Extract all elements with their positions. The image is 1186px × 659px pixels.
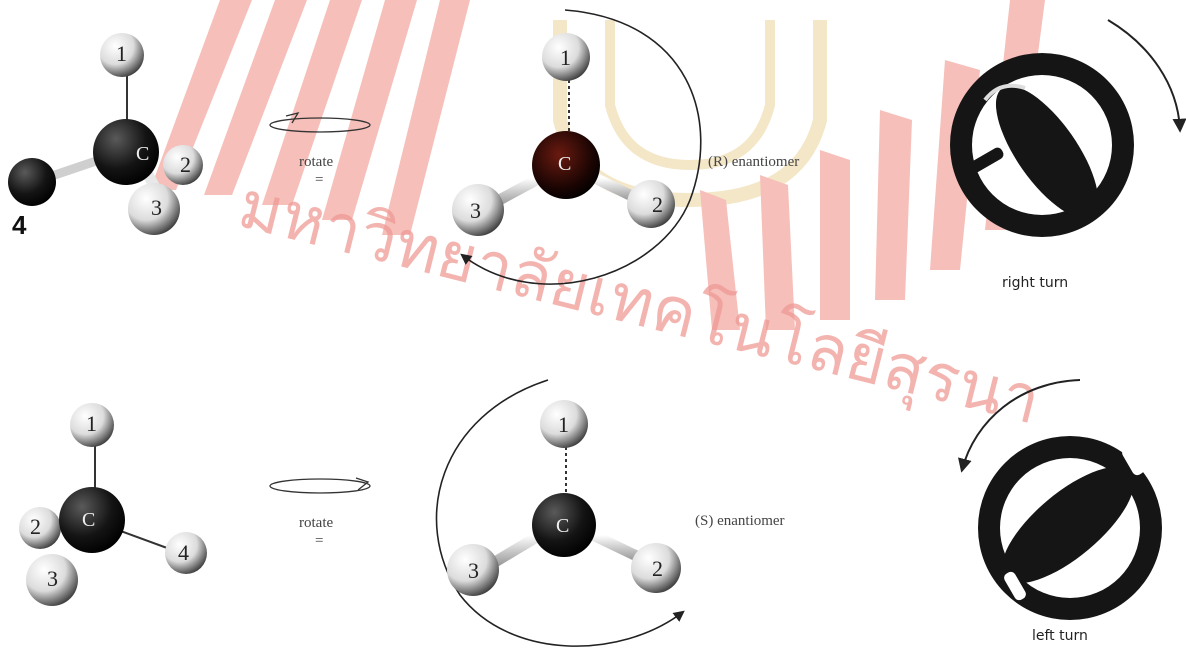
rotate-label: rotate [299,515,333,531]
s-enantiomer-label: (S) enantiomer [695,513,785,529]
atom-2-label: 2 [652,556,663,581]
bottom-left-molecule: 1 C 2 3 4 [19,403,207,606]
handwritten-4-label: 4 [12,210,27,240]
bottom-rotate-indicator: rotate = [270,478,370,549]
rotate-label: rotate [299,154,333,170]
steering-wheel-left: left turn [962,380,1162,644]
atom-2-label: 2 [652,192,663,217]
top-left-molecule: 1 C 2 3 4 [8,33,203,240]
top-right-molecule: 1 C 3 2 [452,10,701,284]
bond [490,535,540,565]
atom-4-label: 4 [178,540,189,565]
carbon-label: C [556,515,569,537]
atom-1-label: 1 [86,411,97,436]
rotate-arrowhead-icon [286,113,298,123]
atom-2 [627,180,675,228]
atom-1-label: 1 [116,41,127,66]
carbon-label: C [136,143,149,165]
equals-sign: = [315,533,323,549]
steering-wheel-right: right turn [950,20,1180,291]
r-enantiomer-label: (R) enantiomer [708,154,799,170]
atom-1-label: 1 [560,45,571,70]
rotate-arrow-icon [270,479,370,493]
equals-sign: = [315,172,323,188]
left-turn-label: left turn [1032,628,1088,644]
top-rotate-indicator: rotate = [270,113,370,188]
atom-3-label: 3 [47,566,58,591]
atom-1-label: 1 [558,412,569,437]
atom-3-label: 3 [151,195,162,220]
right-turn-label: right turn [1002,275,1068,291]
bottom-right-molecule: 1 C 3 2 [437,380,683,646]
atom-3-label: 3 [470,198,481,223]
rotate-arrow-icon [270,118,370,132]
atom-2-label: 2 [180,152,191,177]
carbon-label: C [82,509,95,531]
carbon-label: C [558,153,571,175]
atom-2-label: 2 [30,514,41,539]
atom-4 [8,158,56,206]
atom-3-label: 3 [468,558,479,583]
